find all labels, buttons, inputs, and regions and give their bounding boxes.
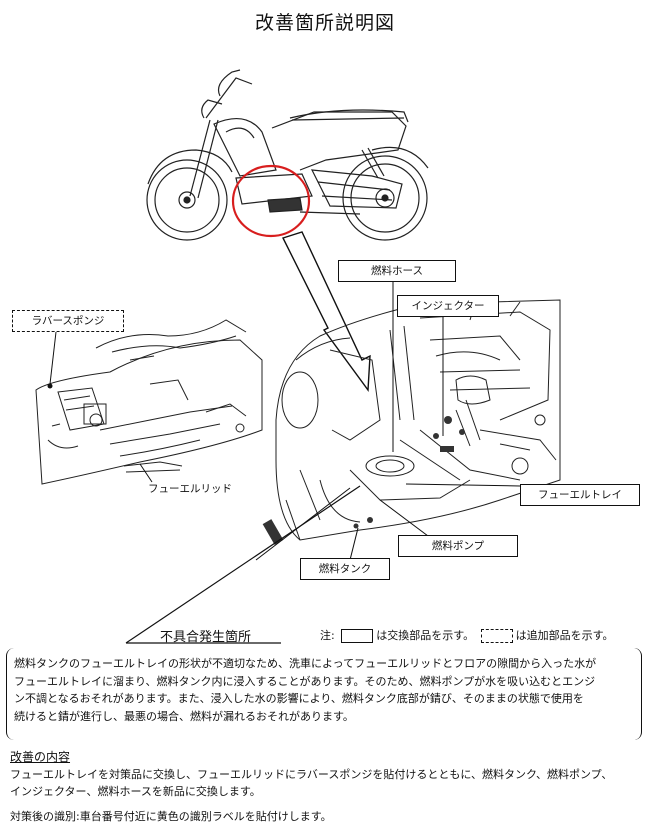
improvement-heading: 改善の内容 bbox=[10, 750, 71, 764]
description-line: フューエルトレイに溜まり、燃料タンク内に浸入することがあります。そのため、燃料ポ… bbox=[14, 674, 596, 688]
callout-arrow bbox=[282, 231, 371, 392]
page-title: 改善箇所説明図 bbox=[254, 12, 395, 34]
description-bracket bbox=[6, 648, 642, 740]
legend-dashed-box bbox=[480, 629, 513, 643]
label-injector: インジェクター bbox=[397, 295, 499, 317]
illustrations bbox=[35, 69, 561, 644]
sponge-pointer bbox=[49, 331, 57, 385]
label-fuel-lid: フューエルリッド bbox=[148, 483, 232, 495]
label-fuel-pump: 燃料ポンプ bbox=[398, 535, 518, 557]
defect-description: 燃料タンクのフューエルトレイの形状が不適切なため、洗車によってフューエルリッドと… bbox=[14, 655, 614, 725]
legend-note: 注: は交換部品を示す。 は追加部品を示す。 bbox=[320, 627, 614, 643]
fuel-lid-pointer bbox=[139, 463, 153, 483]
legend-solid-box bbox=[341, 629, 374, 643]
defect-leader bbox=[125, 485, 361, 644]
right-pointer-lines bbox=[255, 280, 521, 561]
fuel-system-detail-illustration bbox=[275, 299, 561, 541]
defect-highlight-circle bbox=[231, 164, 311, 238]
fuel-lid-detail-illustration bbox=[35, 319, 263, 485]
improvement-line: インジェクター、燃料ホースを新品に交換します。 bbox=[10, 785, 261, 798]
label-rubber-sponge: ラバースポンジ bbox=[12, 310, 124, 332]
shading-marks bbox=[262, 416, 465, 545]
label-fuel-tank: 燃料タンク bbox=[300, 558, 390, 580]
defect-location-label: 不具合発生箇所 bbox=[160, 630, 252, 645]
legend-added-text: は追加部品を示す。 bbox=[515, 629, 614, 642]
improvement-line: フューエルトレイを対策品に交換し、フューエルリッドにラバースポンジを貼付けるとと… bbox=[10, 768, 613, 781]
improvement-body: フューエルトレイを対策品に交換し、フューエルリッドにラバースポンジを貼付けるとと… bbox=[10, 766, 640, 800]
identification-text: 対策後の識別:車台番号付近に黄色の識別ラベルを貼付けします。 bbox=[10, 810, 332, 823]
legend-replace-text: は交換部品を示す。 bbox=[376, 629, 475, 642]
label-fuel-hose: 燃料ホース bbox=[338, 260, 456, 282]
description-line: 燃料タンクのフューエルトレイの形状が不適切なため、洗車によってフューエルリッドと… bbox=[14, 657, 597, 670]
description-line: ン不調となるおそれがあります。また、浸入した水の影響により、燃料タンク底部が錆び… bbox=[14, 692, 584, 705]
label-fuel-tray: フューエルトレイ bbox=[520, 484, 640, 506]
legend-prefix: 注: bbox=[320, 629, 335, 642]
scooter-illustration bbox=[146, 69, 429, 241]
description-line: 続けると錆が進行し、最悪の場合、燃料が漏れるおそれがあります。 bbox=[14, 709, 354, 723]
